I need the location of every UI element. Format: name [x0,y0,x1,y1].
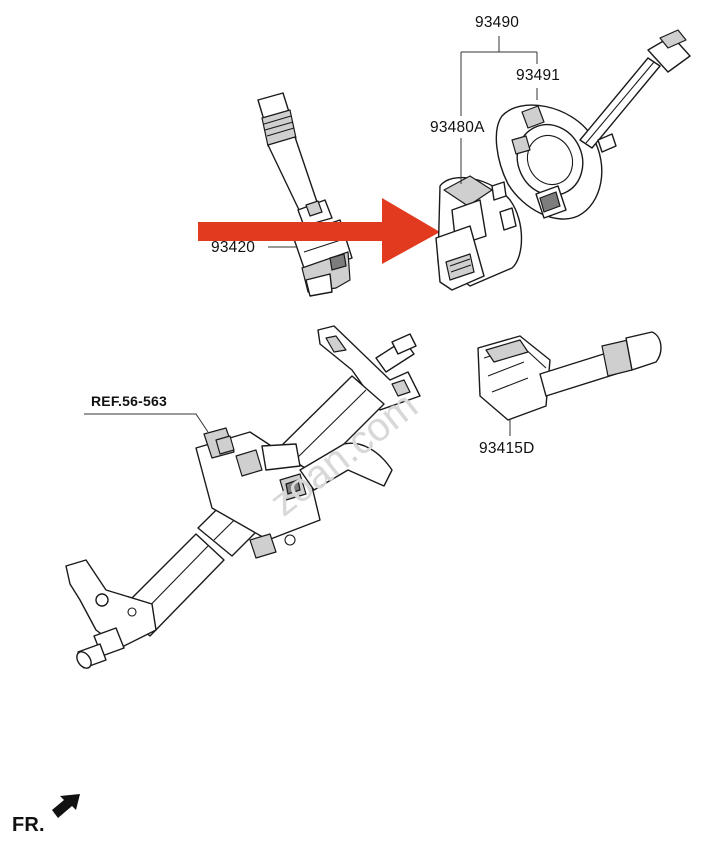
light-switch-93420 [257,92,353,297]
label-93491: 93491 [516,67,561,84]
label-93480A: 93480A [430,119,485,136]
front-arrow-icon [52,794,80,818]
steering-column [65,325,421,669]
red-arrow [198,198,440,264]
label-93420: 93420 [211,239,256,256]
wiper-switch-93415D [477,331,662,421]
leader-lines [84,36,538,436]
label-front: FR. [12,814,45,836]
label-93490: 93490 [475,14,520,31]
label-93415D: 93415D [479,440,535,457]
sensor-93480A [435,175,523,291]
label-ref: REF.56-563 [91,393,167,409]
clock-spring-93491 [495,29,691,220]
